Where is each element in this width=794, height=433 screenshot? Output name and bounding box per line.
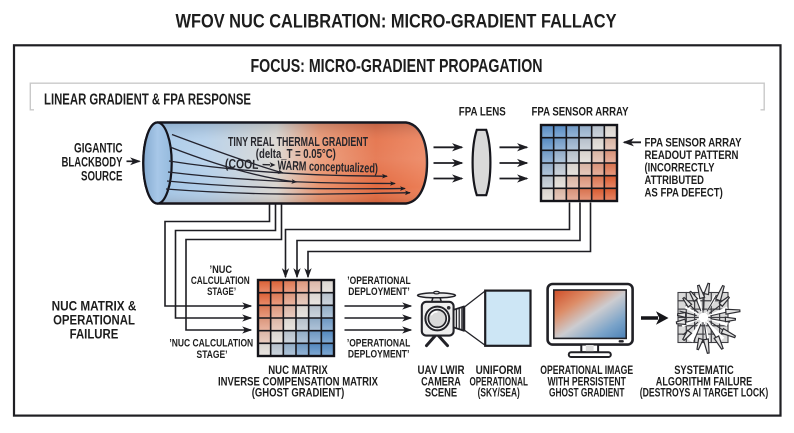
svg-text:INVERSE COMPENSATION MATRIX: INVERSE COMPENSATION MATRIX — [218, 376, 378, 388]
svg-text:(SKY/SEA): (SKY/SEA) — [478, 388, 520, 400]
svg-text:BLACKBODY: BLACKBODY — [62, 154, 123, 169]
svg-text:AS FPA DEFECT): AS FPA DEFECT) — [645, 185, 723, 199]
svg-text:SOURCE: SOURCE — [81, 168, 123, 183]
svg-text:OPERATIONAL: OPERATIONAL — [53, 313, 135, 328]
svg-text:’NUC CALCULATION: ’NUC CALCULATION — [169, 338, 253, 350]
svg-text:UAV LWIR: UAV LWIR — [418, 365, 466, 377]
svg-text:(DESTROYS AI TARGET LOCK): (DESTROYS AI TARGET LOCK) — [640, 388, 769, 400]
svg-text:SCENE: SCENE — [425, 388, 458, 400]
svg-text:(COOL: (COOL — [225, 156, 259, 172]
svg-text:’NUC: ’NUC — [210, 264, 233, 276]
svg-text:ALGORITHM FAILURE: ALGORITHM FAILURE — [656, 376, 753, 388]
svg-text:(GHOST GRADIENT): (GHOST GRADIENT) — [252, 388, 345, 400]
svg-text:SYSTEMATIC: SYSTEMATIC — [674, 365, 734, 377]
svg-text:FPA LENS: FPA LENS — [459, 104, 506, 118]
svg-text:OPERATIONAL: OPERATIONAL — [469, 376, 528, 388]
svg-text:FAILURE: FAILURE — [70, 326, 119, 341]
svg-text:LINEAR GRADIENT & FPA RESPONSE: LINEAR GRADIENT & FPA RESPONSE — [44, 92, 251, 109]
svg-text:CAMERA: CAMERA — [421, 376, 461, 388]
svg-text:FPA SENSOR ARRAY: FPA SENSOR ARRAY — [532, 104, 629, 118]
svg-text:WITH PERSISTENT: WITH PERSISTENT — [548, 376, 626, 388]
svg-text:GHOST GRADIENT: GHOST GRADIENT — [549, 388, 624, 400]
svg-text:UNIFORM: UNIFORM — [476, 365, 522, 377]
svg-text:DEPLOYMENT’: DEPLOYMENT’ — [348, 349, 410, 361]
svg-text:WFOV NUC CALIBRATION: MICRO-GR: WFOV NUC CALIBRATION: MICRO-GRADIENT FAL… — [176, 11, 617, 33]
svg-text:NUC MATRIX &: NUC MATRIX & — [52, 299, 137, 314]
svg-text:DEPLOYMENT’: DEPLOYMENT’ — [348, 286, 410, 298]
svg-text:WARM conceptualized): WARM conceptualized) — [277, 158, 378, 176]
svg-text:GIGANTIC: GIGANTIC — [74, 141, 123, 156]
svg-text:STAGE’: STAGE’ — [207, 286, 236, 298]
svg-text:STAGE’: STAGE’ — [197, 349, 228, 361]
svg-text:NUC MATRIX: NUC MATRIX — [268, 365, 328, 377]
svg-text:FOCUS: MICRO-GRADIENT PROPAGAT: FOCUS: MICRO-GRADIENT PROPAGATION — [251, 55, 543, 76]
svg-text:OPERATIONAL IMAGE: OPERATIONAL IMAGE — [540, 365, 633, 377]
